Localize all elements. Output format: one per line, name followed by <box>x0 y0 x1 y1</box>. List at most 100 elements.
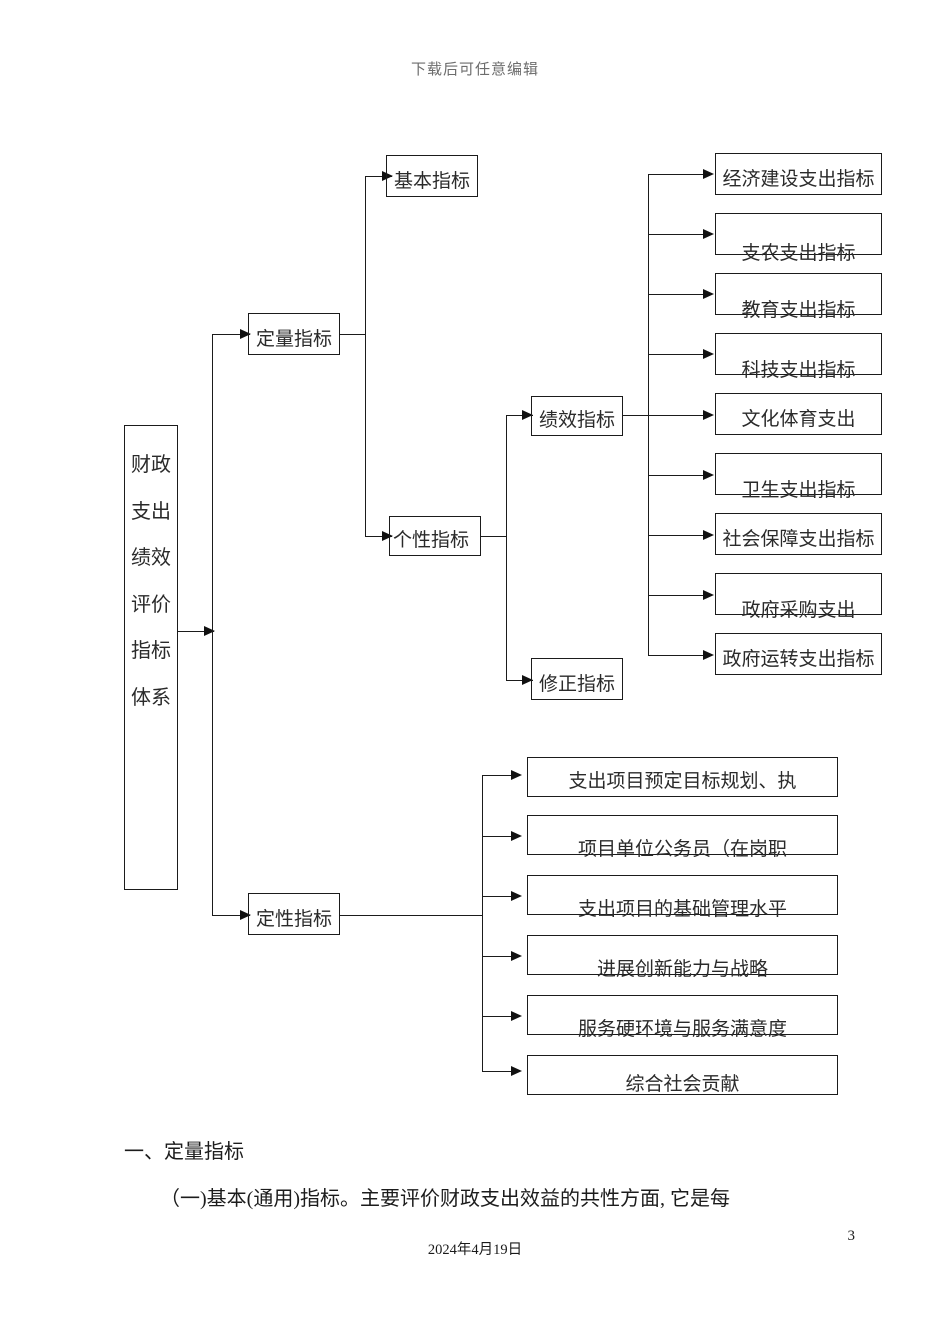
connector-qualitative-trunk <box>482 775 483 1071</box>
arrow-perf-7 <box>703 530 714 540</box>
connector-perf-4 <box>648 354 712 355</box>
node-expenditure-item-label: 卫生支出指标 <box>741 480 856 501</box>
arrow-root-out <box>204 626 215 636</box>
arrow-to-quantitative <box>240 329 251 339</box>
node-expenditure-item: 卫生支出指标 <box>715 453 882 501</box>
connector-qual-3 <box>482 896 519 897</box>
connector-performance-trunk <box>648 174 649 655</box>
connector-qual-5 <box>482 1016 519 1017</box>
connector-to-performance <box>506 415 533 416</box>
node-expenditure-item-label: 社会保障支出指标 <box>722 529 875 550</box>
node-qualitative-item: 项目单位公务员（在岗职 <box>527 815 838 860</box>
node-qualitative-item-label: 综合社会贡献 <box>625 1074 740 1095</box>
node-expenditure-item: 政府采购支出 <box>715 573 882 621</box>
node-expenditure-item: 科技支出指标 <box>715 333 882 381</box>
connector-to-correction <box>506 680 533 681</box>
node-qualitative-item: 服务硬环境与服务满意度 <box>527 995 838 1040</box>
node-correction-index: 修正指标 <box>531 658 623 700</box>
connector-perf-7 <box>648 535 712 536</box>
node-personal-index: 个性指标 <box>389 516 481 556</box>
connector-perf-8 <box>648 595 712 596</box>
connector-perf-9 <box>648 655 712 656</box>
node-expenditure-item: 文化体育支出 <box>715 393 882 435</box>
node-expenditure-item: 教育支出指标 <box>715 273 882 321</box>
connector-to-basic <box>365 176 392 177</box>
arrow-perf-4 <box>703 349 714 359</box>
arrow-to-performance <box>522 410 533 420</box>
arrow-qual-6 <box>511 1066 522 1076</box>
arrow-to-qualitative <box>240 910 251 920</box>
connector-perf-1 <box>648 174 712 175</box>
page-header-watermark: 下载后可任意编辑 <box>410 62 539 78</box>
arrow-perf-2 <box>703 229 714 239</box>
page-number: 3 <box>847 1228 856 1244</box>
diagram-root-label: 财政支出绩效评价指标体系 <box>131 454 171 709</box>
node-qualitative-item-label: 支出项目预定目标规划、执 <box>568 771 797 792</box>
arrow-perf-8 <box>703 590 714 600</box>
node-qualitative-item: 支出项目的基础管理水平 <box>527 875 838 920</box>
node-personal-index-label: 个性指标 <box>393 530 470 551</box>
arrow-qual-1 <box>511 770 522 780</box>
arrow-perf-1 <box>703 169 714 179</box>
arrow-perf-5 <box>703 410 714 420</box>
arrow-perf-6 <box>703 470 714 480</box>
arrow-qual-4 <box>511 951 522 961</box>
arrow-qual-5 <box>511 1011 522 1021</box>
node-basic-index: 基本指标 <box>386 155 478 197</box>
node-performance-index: 绩效指标 <box>531 396 623 436</box>
node-correction-index-label: 修正指标 <box>538 674 615 695</box>
node-qualitative-index: 定性指标 <box>248 893 340 935</box>
connector-qualitative-out <box>340 915 482 916</box>
node-expenditure-item: 经济建设支出指标 <box>715 153 882 195</box>
node-performance-index-label: 绩效指标 <box>538 410 615 431</box>
arrow-to-personal <box>382 531 393 541</box>
connector-perf-5 <box>623 415 712 416</box>
node-qualitative-item: 支出项目预定目标规划、执 <box>527 757 838 797</box>
node-expenditure-item-label: 支农支出指标 <box>741 243 856 264</box>
node-qualitative-item: 进展创新能力与战略 <box>527 935 838 980</box>
connector-level4-trunk <box>506 415 507 680</box>
node-expenditure-item-label: 教育支出指标 <box>741 300 856 321</box>
node-expenditure-item-label: 政府运转支出指标 <box>722 649 875 670</box>
connector-to-personal <box>365 536 392 537</box>
connector-qual-4 <box>482 956 519 957</box>
arrow-qual-2 <box>511 831 522 841</box>
node-qualitative-item-label: 项目单位公务员（在岗职 <box>577 839 787 860</box>
node-qualitative-item: 综合社会贡献 <box>527 1055 838 1095</box>
connector-level2-trunk <box>212 334 213 916</box>
node-basic-index-label: 基本指标 <box>393 171 470 192</box>
connector-root-out <box>178 631 214 632</box>
body-paragraph: （一)基本(通用)指标。主要评价财政支出效益的共性方面, 它是每 <box>160 1188 730 1210</box>
arrow-perf-3 <box>703 289 714 299</box>
connector-level3-trunk <box>365 176 366 536</box>
node-qualitative-item-label: 进展创新能力与战略 <box>596 959 768 980</box>
node-quantitative-index-label: 定量指标 <box>255 329 332 350</box>
connector-perf-3 <box>648 294 712 295</box>
node-expenditure-item-label: 经济建设支出指标 <box>722 169 875 190</box>
connector-to-qualitative <box>212 915 250 916</box>
diagram-root-node: 财政支出绩效评价指标体系 <box>124 425 178 890</box>
node-expenditure-item: 政府运转支出指标 <box>715 633 882 675</box>
node-expenditure-item: 支农支出指标 <box>715 213 882 264</box>
connector-to-quantitative <box>212 334 250 335</box>
node-qualitative-index-label: 定性指标 <box>255 909 332 930</box>
node-qualitative-item-label: 服务硬环境与服务满意度 <box>577 1019 787 1040</box>
body-heading: 一、定量指标 <box>124 1141 244 1163</box>
footer-date: 2024年4月19日 <box>427 1242 523 1258</box>
connector-perf-2 <box>648 234 712 235</box>
arrow-to-correction <box>522 675 533 685</box>
node-expenditure-item-label: 政府采购支出 <box>741 600 856 621</box>
connector-qual-6 <box>482 1071 519 1072</box>
connector-qual-1 <box>482 775 519 776</box>
node-expenditure-item: 社会保障支出指标 <box>715 513 882 555</box>
node-quantitative-index: 定量指标 <box>248 313 340 355</box>
connector-personal-out <box>481 536 506 537</box>
node-expenditure-item-label: 科技支出指标 <box>741 360 856 381</box>
arrow-to-basic <box>382 171 393 181</box>
node-expenditure-item-label: 文化体育支出 <box>741 409 856 430</box>
connector-qual-2 <box>482 836 519 837</box>
arrow-qual-3 <box>511 891 522 901</box>
connector-perf-6 <box>648 475 712 476</box>
connector-quantitative-out <box>340 334 365 335</box>
